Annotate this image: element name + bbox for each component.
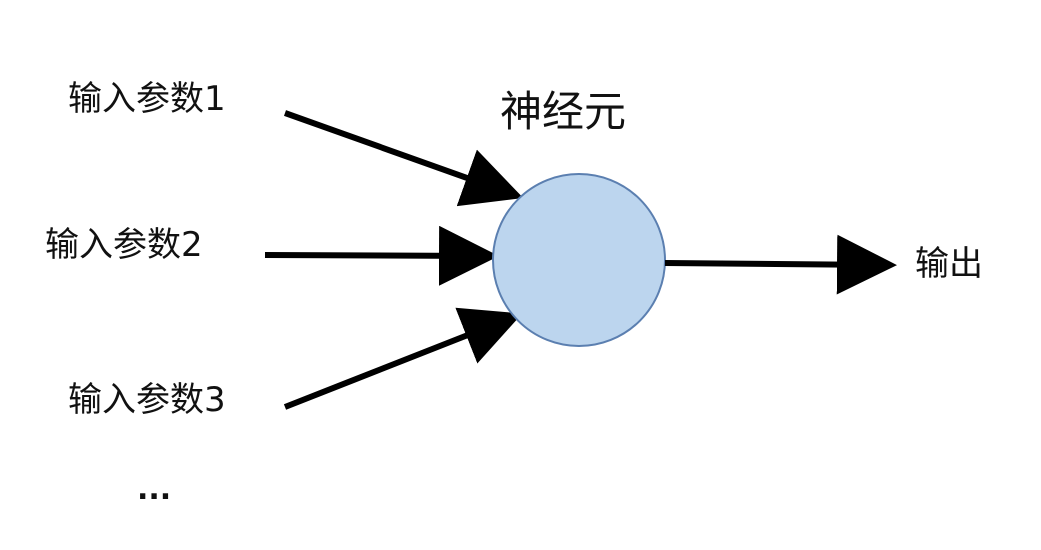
input-label-3: 输入参数3 xyxy=(68,380,226,420)
output-arrow xyxy=(664,234,897,295)
more-inputs-ellipsis: ... xyxy=(137,472,172,507)
input-label-2: 输入参数2 xyxy=(45,225,203,265)
input-arrow-3 xyxy=(283,307,523,410)
input-label-1: 输入参数1 xyxy=(68,79,226,119)
input-arrow-1 xyxy=(283,110,524,207)
neuron-node xyxy=(492,173,666,347)
input-arrow-2 xyxy=(264,225,499,286)
output-label: 输出 xyxy=(915,244,983,284)
neuron-title: 神经元 xyxy=(500,87,627,136)
